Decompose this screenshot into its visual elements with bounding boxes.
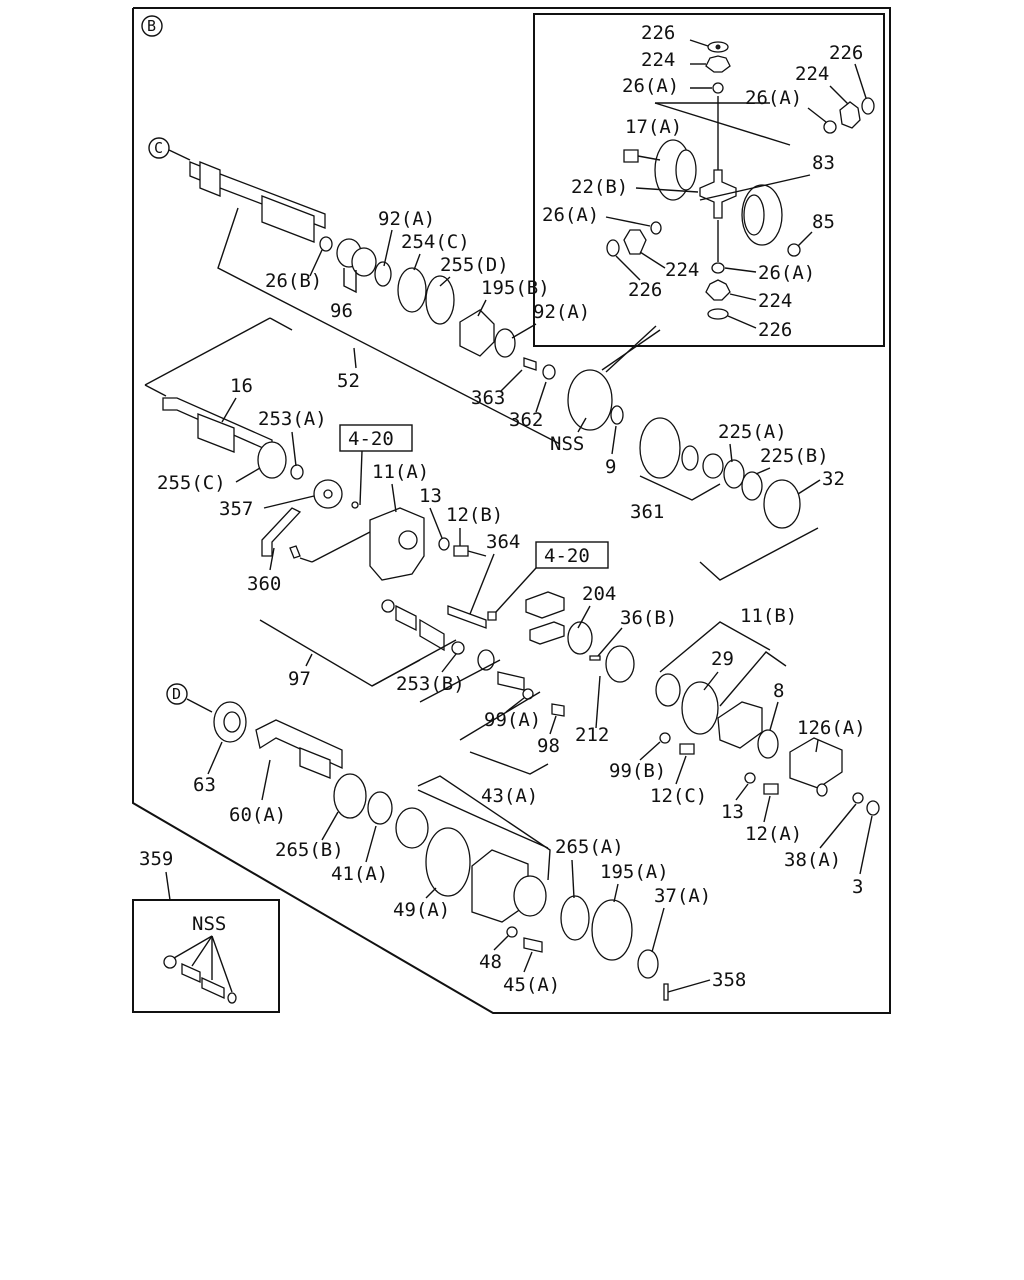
- label-204: 204: [582, 583, 616, 605]
- label-29: 29: [711, 648, 734, 670]
- label-126a: 126(A): [797, 717, 866, 739]
- reference-box-top[interactable]: [339, 424, 413, 452]
- label-253b: 253(B): [396, 673, 465, 695]
- label-26a-3: 26(A): [542, 204, 599, 226]
- label-98: 98: [537, 735, 560, 757]
- label-359: 359: [139, 848, 173, 870]
- label-8: 8: [773, 680, 784, 702]
- reference-label-top[interactable]: 4-20: [348, 428, 394, 450]
- differential-group: [606, 41, 875, 320]
- label-12b: 12(B): [446, 504, 503, 526]
- label-11b: 11(B): [740, 605, 797, 627]
- differential-inset-frame: [533, 13, 885, 347]
- label-92a-2: 92(A): [533, 301, 590, 323]
- kit-parts: [163, 935, 237, 1004]
- label-45a: 45(A): [503, 974, 560, 996]
- label-357: 357: [219, 498, 253, 520]
- label-363: 363: [471, 387, 505, 409]
- label-253a: 253(A): [258, 408, 327, 430]
- label-225a: 225(A): [718, 421, 787, 443]
- section-b-circle: [141, 15, 163, 37]
- label-38a: 38(A): [784, 849, 841, 871]
- label-11a: 11(A): [372, 461, 429, 483]
- label-212: 212: [575, 724, 609, 746]
- label-226-b: 226: [829, 42, 863, 64]
- label-9: 9: [605, 456, 616, 478]
- label-12c: 12(C): [650, 785, 707, 807]
- label-226-d: 226: [758, 319, 792, 341]
- label-224-c: 224: [665, 259, 699, 281]
- label-254c: 254(C): [401, 231, 470, 253]
- section-b-mark: B: [147, 17, 156, 35]
- label-nss-gear: NSS: [550, 433, 584, 455]
- label-226-c: 226: [628, 279, 662, 301]
- upper-shaft-group: [189, 161, 661, 431]
- label-96: 96: [330, 300, 353, 322]
- label-83: 83: [812, 152, 835, 174]
- label-60a: 60(A): [229, 804, 286, 826]
- label-224-a: 224: [641, 49, 675, 71]
- label-26a-1: 26(A): [622, 75, 679, 97]
- label-85: 85: [812, 211, 835, 233]
- label-99a: 99(A): [484, 709, 541, 731]
- label-358: 358: [712, 969, 746, 991]
- label-224-b: 224: [795, 63, 829, 85]
- label-16: 16: [230, 375, 253, 397]
- label-361: 361: [630, 501, 664, 523]
- label-36b: 36(B): [620, 607, 677, 629]
- label-22b: 22(B): [571, 176, 628, 198]
- label-32: 32: [822, 468, 845, 490]
- label-255d: 255(D): [440, 254, 509, 276]
- label-37a: 37(A): [654, 885, 711, 907]
- label-43a: 43(A): [481, 785, 538, 807]
- label-265a: 265(A): [555, 836, 624, 858]
- label-362: 362: [509, 409, 543, 431]
- kit-inset-frame: [132, 899, 280, 1013]
- label-26a-4: 26(A): [758, 262, 815, 284]
- label-265b: 265(B): [275, 839, 344, 861]
- label-49a: 49(A): [393, 899, 450, 921]
- label-92a-1: 92(A): [378, 208, 435, 230]
- label-41a: 41(A): [331, 863, 388, 885]
- label-17a: 17(A): [625, 116, 682, 138]
- label-48: 48: [479, 951, 502, 973]
- reference-label-mid[interactable]: 4-20: [544, 545, 590, 567]
- label-360: 360: [247, 573, 281, 595]
- main-frame: [132, 7, 891, 1014]
- label-97: 97: [288, 668, 311, 690]
- section-c-circle: [148, 137, 170, 159]
- label-63: 63: [193, 774, 216, 796]
- label-99b: 99(B): [609, 760, 666, 782]
- label-26a-2: 26(A): [745, 87, 802, 109]
- section-c-mark: C: [154, 139, 163, 157]
- section-d-circle: [166, 683, 188, 705]
- label-195b: 195(B): [481, 277, 550, 299]
- reference-box-mid[interactable]: [535, 541, 609, 569]
- label-226-a: 226: [641, 22, 675, 44]
- label-224-d: 224: [758, 290, 792, 312]
- label-nss-kit: NSS: [192, 913, 226, 935]
- label-255c: 255(C): [157, 472, 226, 494]
- label-225b: 225(B): [760, 445, 829, 467]
- label-13a: 13: [419, 485, 442, 507]
- label-3: 3: [852, 876, 863, 898]
- label-364: 364: [486, 531, 520, 553]
- label-13b: 13: [721, 801, 744, 823]
- middle-shaft-group: [162, 397, 801, 629]
- label-12a: 12(A): [745, 823, 802, 845]
- label-195a: 195(A): [600, 861, 669, 883]
- label-26b: 26(B): [265, 270, 322, 292]
- label-52: 52: [337, 370, 360, 392]
- section-d-mark: D: [172, 685, 181, 703]
- lower-assembly-group: [213, 591, 880, 1001]
